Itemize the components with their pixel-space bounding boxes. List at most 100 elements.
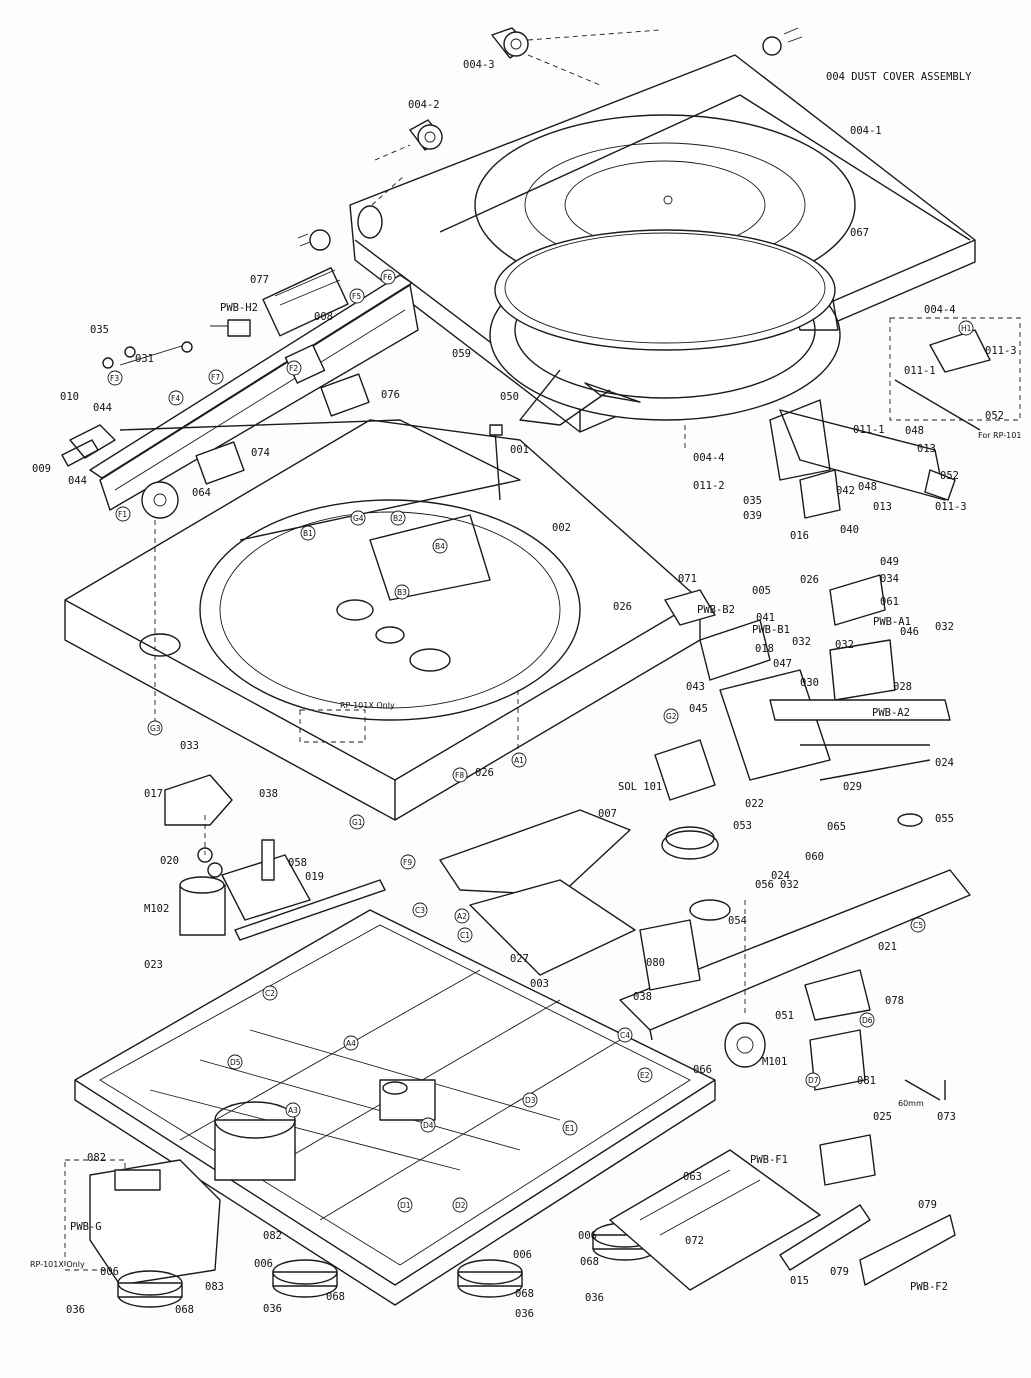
ref-marker-c1: C1 bbox=[457, 927, 473, 943]
note-rp101x-only-a: RP-101X Only bbox=[340, 701, 395, 710]
svg-text:C5: C5 bbox=[913, 921, 923, 930]
ref-marker-f4: F4 bbox=[168, 390, 184, 406]
ref-marker-f5: F5 bbox=[349, 288, 365, 304]
svg-text:D3: D3 bbox=[525, 1096, 536, 1105]
svg-text:G4: G4 bbox=[353, 514, 364, 523]
callout-071: 071 bbox=[678, 573, 697, 585]
callout-030: 030 bbox=[800, 677, 819, 689]
callout-076: 076 bbox=[381, 389, 400, 401]
ref-marker-a1: A1 bbox=[511, 752, 527, 768]
ref-marker-f8: F8 bbox=[452, 767, 468, 783]
svg-text:G2: G2 bbox=[666, 712, 677, 721]
ref-marker-d4: D4 bbox=[420, 1117, 436, 1133]
callout-061: 061 bbox=[880, 596, 899, 608]
callout-067: 067 bbox=[850, 227, 869, 239]
callout-004-4-a: 004-4 bbox=[924, 304, 956, 316]
callout-pwb-f1: PWB-F1 bbox=[750, 1154, 788, 1166]
callout-074: 074 bbox=[251, 447, 270, 459]
motor-m102-assembly bbox=[164, 774, 233, 936]
ref-marker-g1: G1 bbox=[349, 814, 365, 830]
callout-pwb-h2: PWB-H2 bbox=[220, 302, 258, 314]
callout-077: 077 bbox=[250, 274, 269, 286]
arm-post-058 bbox=[221, 839, 386, 941]
callout-035: 035 bbox=[90, 324, 109, 336]
ref-marker-f9: F9 bbox=[400, 854, 416, 870]
callout-021: 021 bbox=[878, 941, 897, 953]
ref-marker-c5: C5 bbox=[910, 917, 926, 933]
callout-015: 015 bbox=[790, 1275, 809, 1287]
ref-marker-f1: F1 bbox=[115, 506, 131, 522]
callout-065: 065 bbox=[827, 821, 846, 833]
callout-008: 008 bbox=[314, 311, 333, 323]
callout-058: 058 bbox=[288, 857, 307, 869]
diagram-heading: 004 DUST COVER ASSEMBLY bbox=[826, 71, 972, 83]
callout-006-c: 006 bbox=[513, 1249, 532, 1261]
plate-007 bbox=[439, 809, 636, 976]
ref-marker-e2: E2 bbox=[637, 1067, 653, 1083]
callout-054: 054 bbox=[728, 915, 747, 927]
callout-050: 050 bbox=[500, 391, 519, 403]
callout-063: 063 bbox=[683, 1171, 702, 1183]
ref-marker-b4: B4 bbox=[432, 538, 448, 554]
callout-048-a: 048 bbox=[905, 425, 924, 437]
svg-text:D2: D2 bbox=[455, 1201, 466, 1210]
callout-pwb-g: PWB-G bbox=[70, 1221, 102, 1233]
svg-text:G1: G1 bbox=[352, 818, 363, 827]
callout-016: 016 bbox=[790, 530, 809, 542]
callout-011-1-b: 011-1 bbox=[853, 424, 885, 436]
callout-006-a: 006 bbox=[100, 1266, 119, 1278]
ref-marker-a3: A3 bbox=[285, 1102, 301, 1118]
svg-text:A3: A3 bbox=[288, 1106, 298, 1115]
callout-026-a: 026 bbox=[613, 601, 632, 613]
callout-047: 047 bbox=[773, 658, 792, 670]
callout-038-b: 038 bbox=[633, 991, 652, 1003]
svg-text:F2: F2 bbox=[289, 364, 298, 373]
callout-032-b: 032 bbox=[835, 639, 854, 651]
ref-marker-f6: F6 bbox=[380, 269, 396, 285]
base-003 bbox=[74, 909, 716, 1306]
callout-pwb-b2: PWB-B2 bbox=[697, 604, 735, 616]
callout-006-d: 006 bbox=[578, 1230, 597, 1242]
callout-041: 041 bbox=[756, 612, 775, 624]
mechanism-area bbox=[654, 574, 951, 860]
misc-small-parts bbox=[141, 424, 946, 1101]
callout-labels: 004-3 004-2 004-1 067 004-4 004-4 077 PW… bbox=[32, 59, 1017, 1320]
svg-text:A2: A2 bbox=[457, 912, 467, 921]
callout-023: 023 bbox=[144, 959, 163, 971]
ref-marker-d7: D7 bbox=[805, 1072, 821, 1088]
ref-marker-c4: C4 bbox=[617, 1027, 633, 1043]
ref-marker-b2: B2 bbox=[390, 510, 406, 526]
ref-marker-b1: B1 bbox=[300, 525, 316, 541]
callout-013-a: 013 bbox=[917, 443, 936, 455]
callout-003: 003 bbox=[530, 978, 549, 990]
pwb-f1-board bbox=[609, 1149, 821, 1291]
pwb-f2-assembly bbox=[779, 1204, 956, 1286]
callout-029: 029 bbox=[843, 781, 862, 793]
svg-text:F7: F7 bbox=[211, 373, 220, 382]
callout-pwb-a2: PWB-A2 bbox=[872, 707, 910, 719]
callout-018: 018 bbox=[755, 643, 774, 655]
callout-035-b: 035 bbox=[743, 495, 762, 507]
callout-042: 042 bbox=[836, 485, 855, 497]
callout-036-d: 036 bbox=[585, 1292, 604, 1304]
callout-sol101: SOL 101 bbox=[618, 781, 662, 793]
callout-034: 034 bbox=[880, 573, 899, 585]
ref-marker-a4: A4 bbox=[343, 1035, 359, 1051]
svg-text:D1: D1 bbox=[400, 1201, 411, 1210]
svg-text:E2: E2 bbox=[640, 1071, 650, 1080]
ref-marker-d6: D6 bbox=[859, 1012, 875, 1028]
hinge-004-2 bbox=[297, 119, 443, 251]
callout-pwb-b1: PWB-B1 bbox=[752, 624, 790, 636]
callout-027: 027 bbox=[510, 953, 529, 965]
ref-marker-e1: E1 bbox=[562, 1120, 578, 1136]
callout-004-4-b: 004-4 bbox=[693, 452, 725, 464]
callout-025: 025 bbox=[873, 1111, 892, 1123]
callout-011-3-a: 011-3 bbox=[985, 345, 1017, 357]
callout-007: 007 bbox=[598, 808, 617, 820]
callout-009: 009 bbox=[32, 463, 51, 475]
note-rp101x-only-b: RP-101X Only bbox=[30, 1260, 85, 1269]
callout-024-a: 024 bbox=[935, 757, 954, 769]
callout-011-2: 011-2 bbox=[693, 480, 725, 492]
